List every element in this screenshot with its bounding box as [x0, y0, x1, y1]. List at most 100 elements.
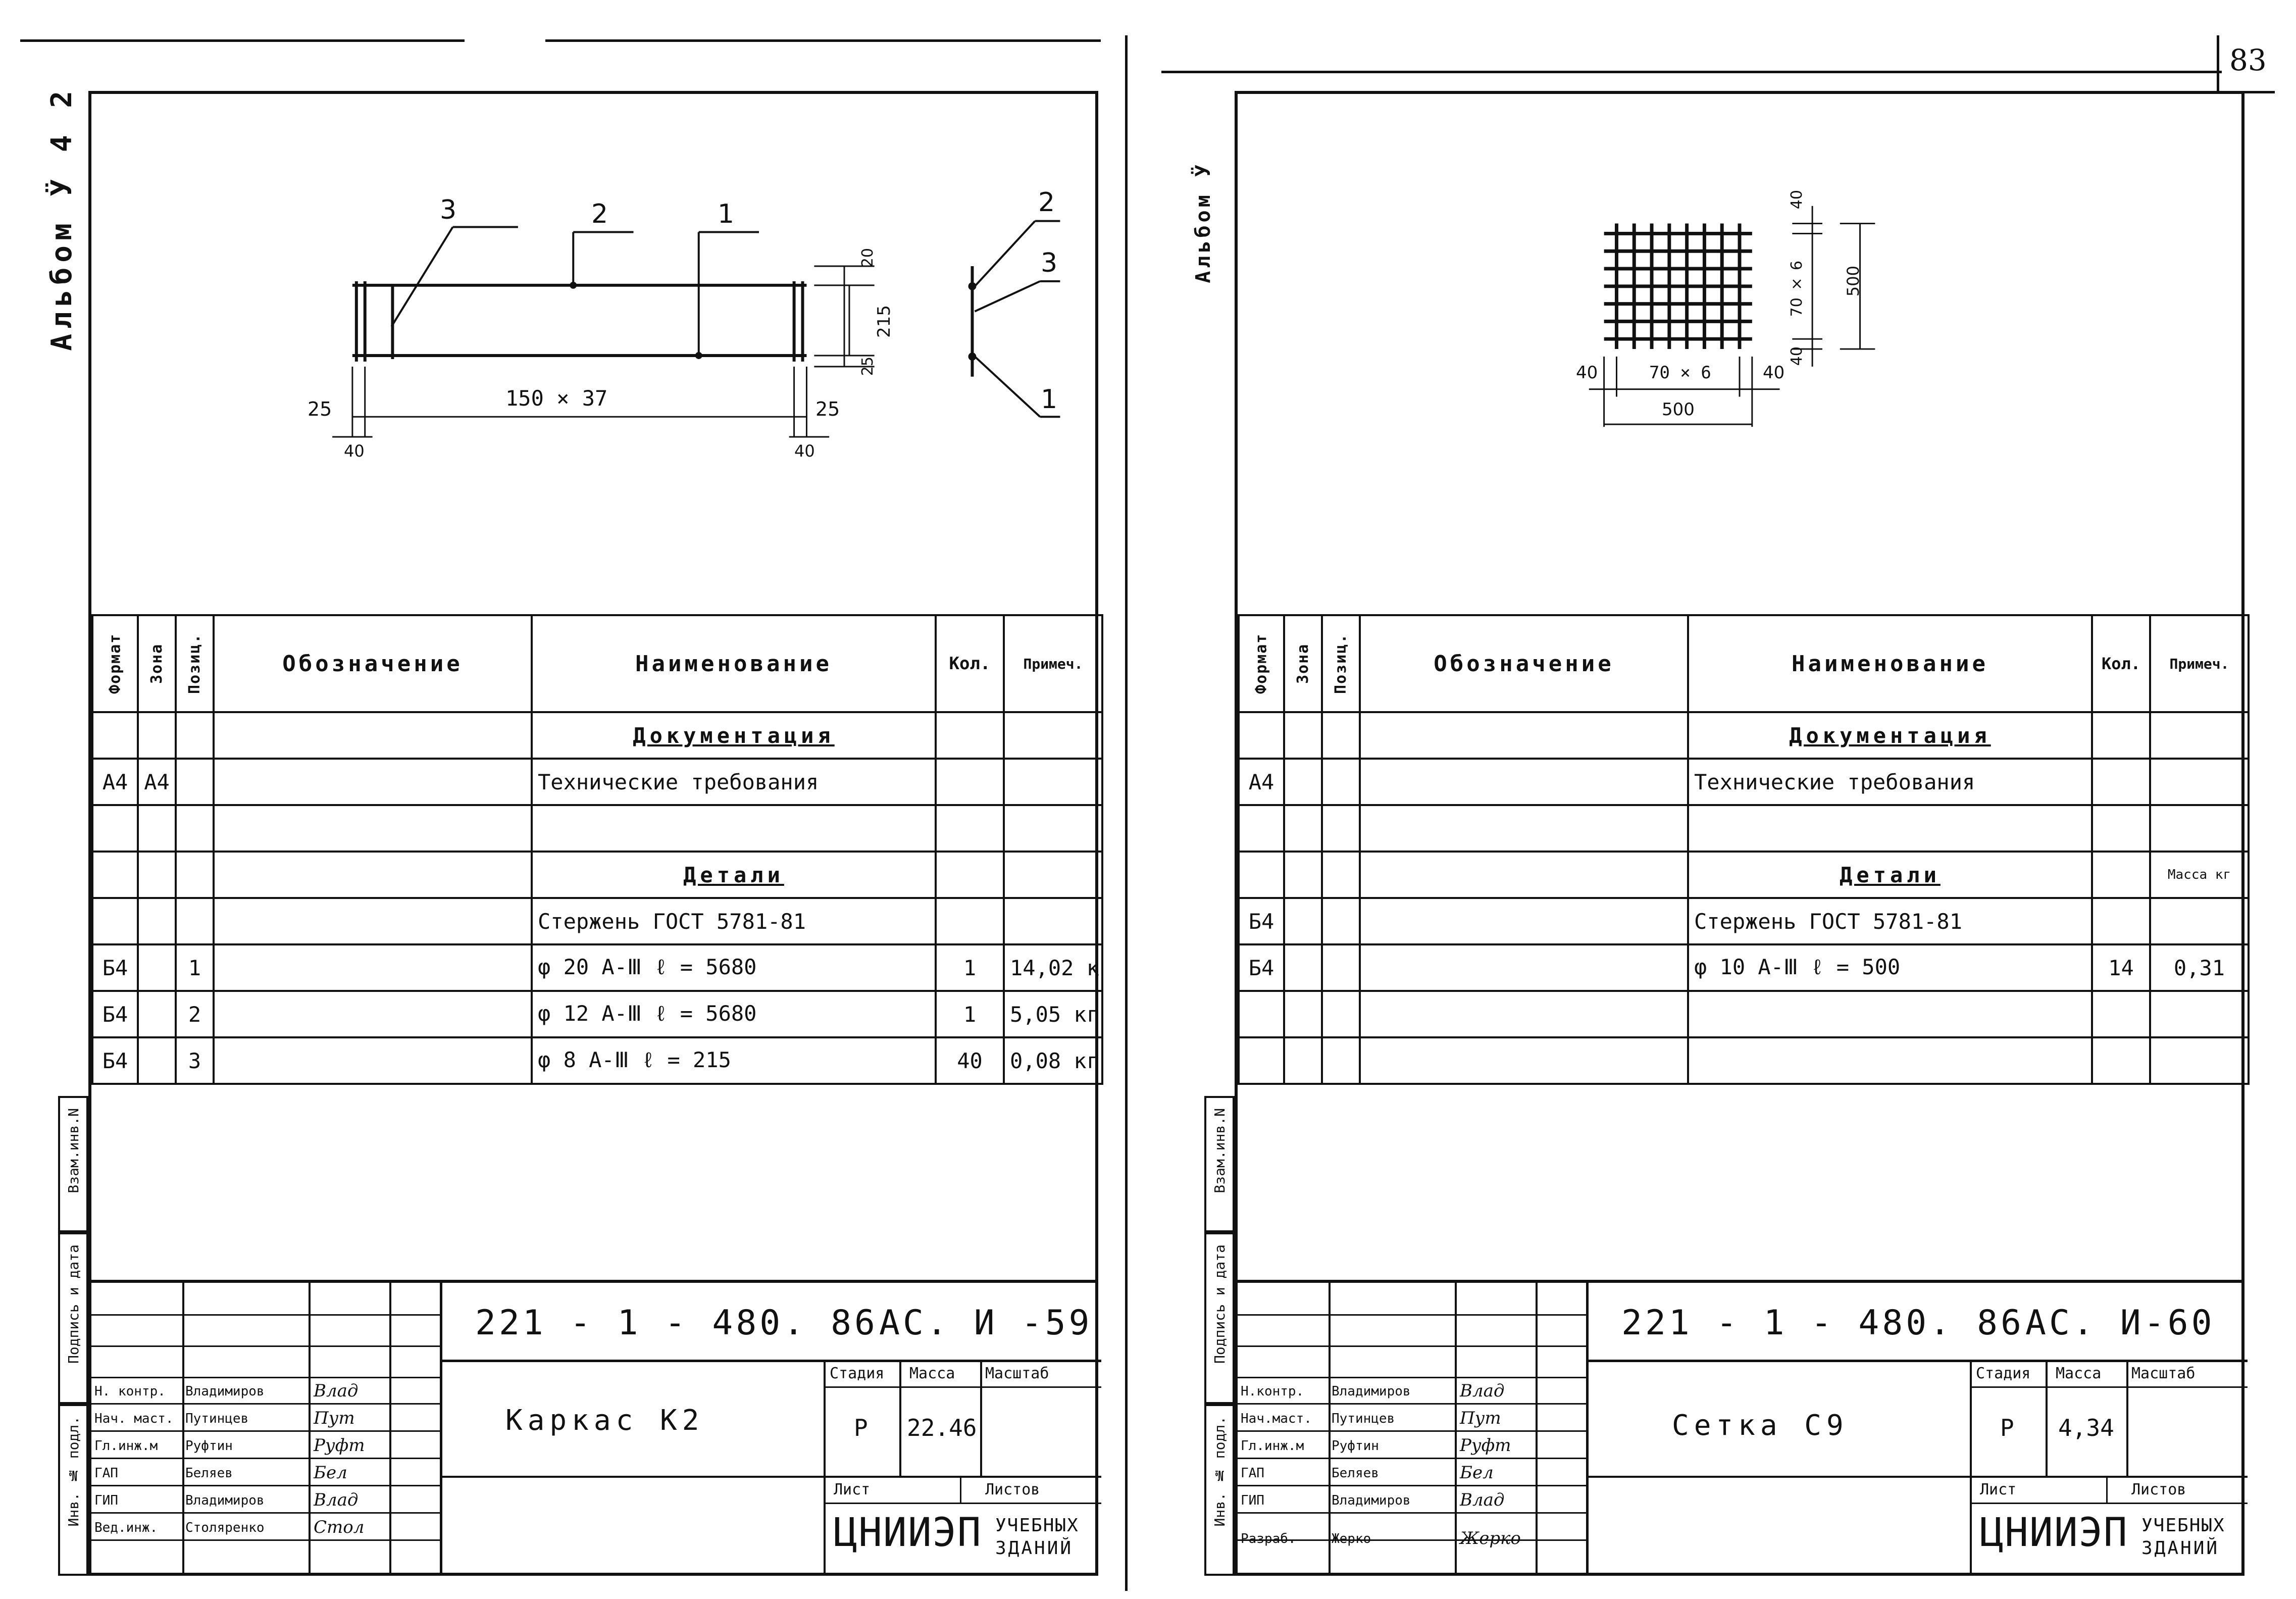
specification-table-left: Формат Зона Позиц. Обозначение Наименова…: [91, 614, 1103, 1085]
header-format: Формат: [1239, 615, 1284, 712]
header-note: Примеч.: [2149, 614, 2250, 713]
role: Гл.инж.м: [1241, 1438, 1304, 1454]
top-rule-left: [20, 39, 465, 42]
org-sub1: УЧЕБНЫХ: [2141, 1515, 2225, 1536]
dim-bottom: 25: [859, 357, 877, 376]
role: ГАП: [94, 1466, 118, 1481]
header-name: Наименование: [531, 614, 937, 713]
signature: Пут: [314, 1408, 355, 1428]
callout-3: 3: [440, 195, 457, 225]
table-row: Документация: [1238, 711, 2250, 760]
album-label-right: Альбом Ӱ: [1192, 162, 1215, 283]
dim-v-mid: 70 × 6: [1788, 261, 1806, 317]
side-strip-right-2: Подпись и дата: [1204, 1232, 1235, 1404]
stage-value: Р: [854, 1414, 868, 1441]
signature: Бел: [314, 1463, 347, 1483]
drawing-sheet-left: 3 2 1 2 3 1 150 × 37 25 25 40 40 20 215 …: [88, 91, 1103, 1576]
header-designation: Обозначение: [1359, 614, 1689, 713]
side-strip-left-3: Инв. № подл.: [58, 1404, 88, 1576]
person-name: Владимиров: [1332, 1384, 1411, 1399]
dim-v-bottom: 40: [1788, 346, 1806, 366]
table-row: [1238, 1036, 2250, 1085]
stage-value: Р: [2000, 1414, 2014, 1441]
dim-end-left: 25: [308, 398, 332, 420]
sheet-code: АС. И-60: [2025, 1303, 2215, 1343]
person-name: Руфтин: [185, 1438, 233, 1454]
stage-label: Стадия: [1976, 1365, 2031, 1382]
person-name: Путинцев: [1332, 1411, 1395, 1426]
org-sub1: УЧЕБНЫХ: [995, 1515, 1079, 1536]
role: Н.контр.: [1241, 1384, 1304, 1399]
dim-h-total: 500: [1662, 399, 1695, 420]
scale-label: Масштаб: [985, 1365, 1049, 1382]
side-strip-right-1: Взам.инв.N: [1204, 1096, 1235, 1232]
dim-top: 20: [859, 248, 877, 268]
spec-header-row: Формат Зона Позиц. Обозначение Наименова…: [92, 614, 1103, 713]
header-format: Формат: [92, 615, 138, 712]
top-rule-middle: [545, 39, 1101, 42]
org-sub2: ЗДАНИЙ: [2141, 1538, 2220, 1559]
callout-1: 1: [718, 199, 735, 229]
dim-end-right: 25: [815, 398, 840, 420]
header-zone: Зона: [138, 615, 176, 712]
header-quantity: Кол.: [935, 614, 1005, 713]
album-label-left: Альбом Ӱ 4 2: [45, 86, 78, 351]
role: ГИП: [94, 1493, 118, 1508]
signature: Бел: [1460, 1463, 1494, 1483]
spec-header-row: Формат Зона Позиц. Обозначение Наименова…: [1239, 614, 2250, 713]
page-number-box: [2217, 35, 2275, 93]
signature: Влад: [1460, 1381, 1505, 1401]
dim-span: 150 × 37: [505, 386, 608, 411]
person-name: Владимиров: [185, 1493, 265, 1508]
role: ГАП: [1241, 1466, 1264, 1481]
signature: Стол: [314, 1517, 365, 1537]
role: Н. контр.: [94, 1384, 166, 1399]
header-name: Наименование: [1687, 614, 2093, 713]
person-name: Жерко: [1332, 1531, 1371, 1546]
table-row: [91, 804, 1103, 853]
mass-value: 4,34: [2058, 1414, 2114, 1441]
person-name: Руфтин: [1332, 1438, 1379, 1454]
header-note: Примеч.: [1003, 614, 1103, 713]
role: Нач.маст.: [1241, 1411, 1312, 1426]
org-logo: ЦНИИЭП: [834, 1510, 982, 1556]
mass-label: Масса: [2056, 1365, 2102, 1382]
role: ГИП: [1241, 1493, 1264, 1508]
dim-edge-left: 40: [344, 441, 365, 461]
sheets-label: Листов: [985, 1481, 1040, 1498]
signature: Влад: [1460, 1490, 1505, 1510]
header-position: Позиц.: [1322, 615, 1360, 712]
center-divider: [1125, 35, 1128, 1591]
document-code: 221 - 1 - 480. 86: [475, 1303, 878, 1343]
signature: Руфт: [314, 1435, 365, 1456]
header-quantity: Кол.: [2091, 614, 2151, 713]
signature: Жерко: [1460, 1528, 1521, 1548]
dim-edge-right: 40: [794, 441, 815, 461]
side-strip-left-1: Взам.инв.N: [58, 1096, 88, 1232]
side-strip-left-2: Подпись и дата: [58, 1232, 88, 1404]
person-name: Владимиров: [1332, 1493, 1411, 1508]
title-block-right: 221 - 1 - 480. 86 АС. И-60 Сетка С9 Стад…: [1238, 1280, 2248, 1576]
person-name: Путинцев: [185, 1411, 249, 1426]
scale-label: Масштаб: [2131, 1365, 2196, 1382]
sheet-title: Сетка С9: [1672, 1409, 1849, 1442]
drawing-sheet-right: 70 × 6 500 40 40 40 70 × 6 40 500 Формат…: [1235, 91, 2250, 1576]
role: Разраб.: [1241, 1531, 1296, 1546]
side-callout-1: 1: [1041, 384, 1058, 415]
side-callout-2: 2: [1038, 187, 1055, 218]
person-name: Столяренко: [185, 1520, 265, 1535]
top-rule-right: [1161, 71, 2222, 73]
signature: Влад: [314, 1490, 359, 1510]
mass-value: 22.46: [907, 1414, 977, 1441]
dim-v-top: 40: [1788, 190, 1806, 210]
table-row: [1238, 990, 2250, 1038]
header-designation: Обозначение: [213, 614, 533, 713]
person-name: Беляев: [185, 1466, 233, 1481]
